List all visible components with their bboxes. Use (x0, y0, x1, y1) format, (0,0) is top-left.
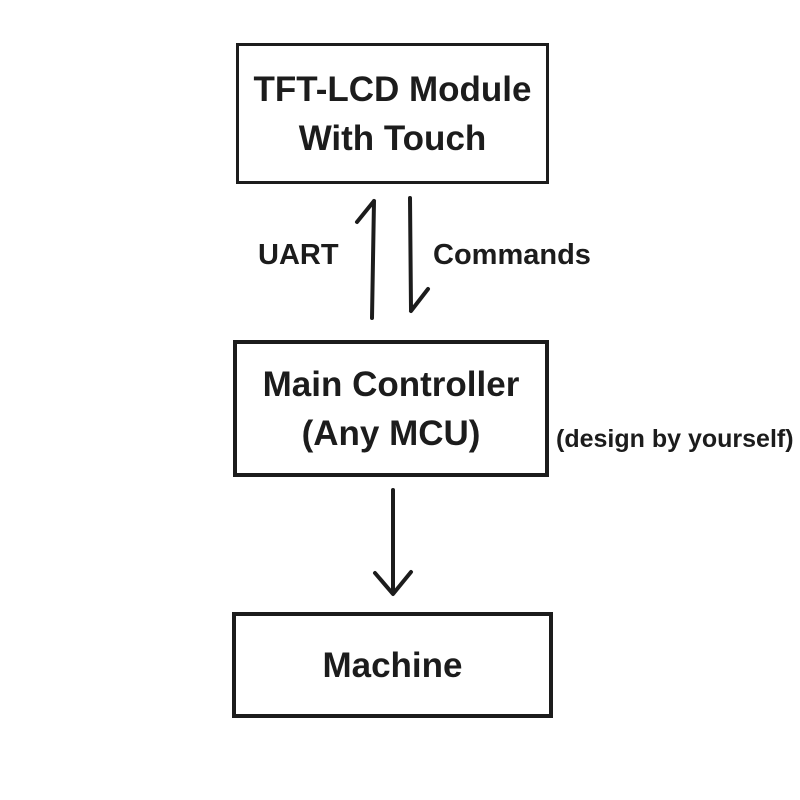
edge-label-uart: UART (258, 239, 339, 271)
node-main-controller: Main Controller (Any MCU) (233, 340, 549, 477)
edge-label-commands: Commands (433, 239, 591, 271)
node-label-line: Machine (322, 645, 463, 685)
mcu-to-machine-arrow-icon (373, 488, 413, 596)
uart-up-arrow-icon (355, 199, 376, 320)
node-machine: Machine (232, 612, 553, 718)
node-label-line: With Touch (298, 118, 487, 158)
node-label-line: TFT-LCD Module (253, 69, 532, 109)
node-label-line: (Any MCU) (301, 413, 481, 453)
commands-down-arrow-icon (408, 196, 430, 313)
node-label-line: Main Controller (262, 364, 520, 404)
node-tft-lcd-module: TFT-LCD Module With Touch (236, 43, 549, 184)
design-yourself-annotation: (design by yourself) (556, 425, 794, 453)
